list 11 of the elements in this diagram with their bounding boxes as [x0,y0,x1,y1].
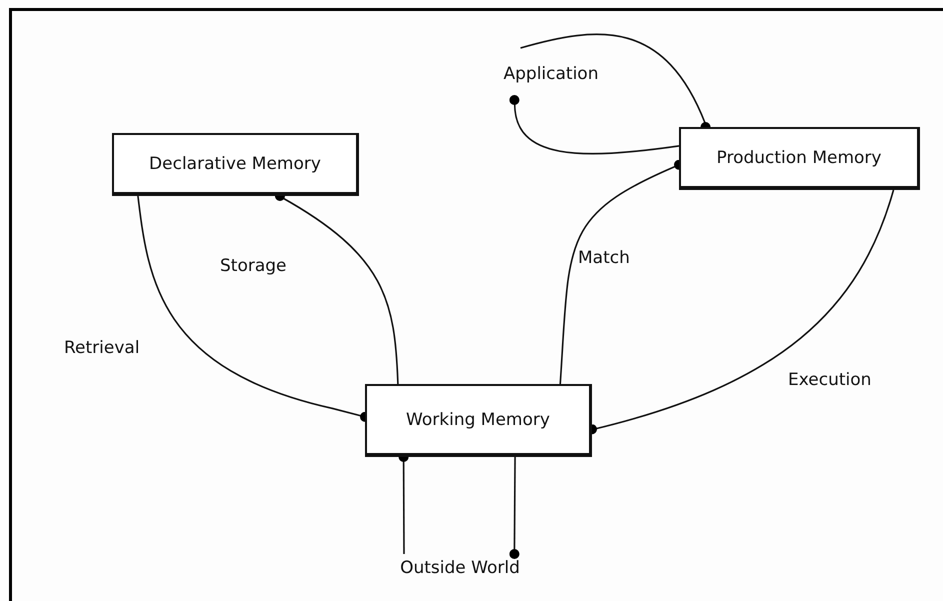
node-label: Production Memory [716,148,882,168]
connector-line [509,457,520,559]
node-label: Outside World [400,558,520,578]
node-label: Working Memory [406,410,550,430]
node-label: Application [504,64,598,84]
memory-box [365,384,592,457]
edge-label: Storage [218,256,289,276]
node-label: Declarative Memory [149,154,321,174]
memory-box [679,127,920,190]
memory-box [112,133,359,196]
connector-line [509,95,680,154]
